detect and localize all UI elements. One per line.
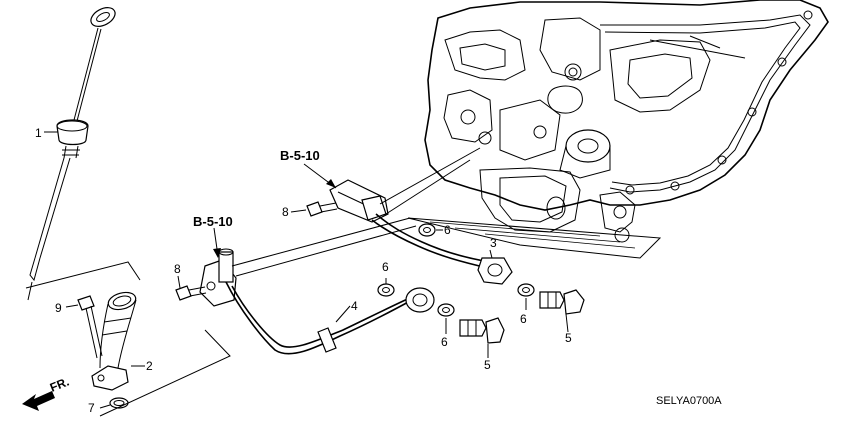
labels: 1 2 3 4 5 5 6 6 6 6 7 8 8 9 B-5-10 B-5-1…	[35, 126, 722, 415]
callout-4: 4	[351, 299, 358, 313]
filler-pipe	[91, 291, 137, 409]
callout-5a: 5	[565, 331, 572, 345]
callout-3: 3	[490, 236, 497, 250]
callout-2: 2	[146, 359, 153, 373]
callout-6c: 6	[441, 335, 448, 349]
callout-8b: 8	[174, 262, 181, 276]
bolts-item-8	[175, 201, 338, 301]
washers	[377, 223, 535, 317]
bolt-item-9	[77, 295, 103, 359]
leader-lines	[25, 131, 569, 417]
callout-7: 7	[88, 401, 95, 415]
transmission-case	[407, 0, 829, 259]
callout-6b: 6	[382, 260, 389, 274]
callout-5b: 5	[484, 358, 491, 372]
atf-line-item-4	[199, 248, 435, 355]
banjo-bolts	[459, 289, 585, 344]
callout-6d: 6	[520, 312, 527, 326]
oil-level-gauge	[27, 7, 116, 301]
callout-1: 1	[35, 126, 42, 140]
reference-lower: B-5-10	[193, 214, 233, 229]
callout-9: 9	[55, 301, 62, 315]
callout-6a: 6	[444, 223, 451, 237]
front-label: FR.	[48, 375, 71, 395]
reference-upper: B-5-10	[280, 148, 320, 163]
front-arrow-icon	[22, 391, 55, 411]
atf-line-item-3	[329, 179, 513, 285]
callout-8a: 8	[282, 205, 289, 219]
diagram-code: SELYA0700A	[656, 395, 722, 407]
